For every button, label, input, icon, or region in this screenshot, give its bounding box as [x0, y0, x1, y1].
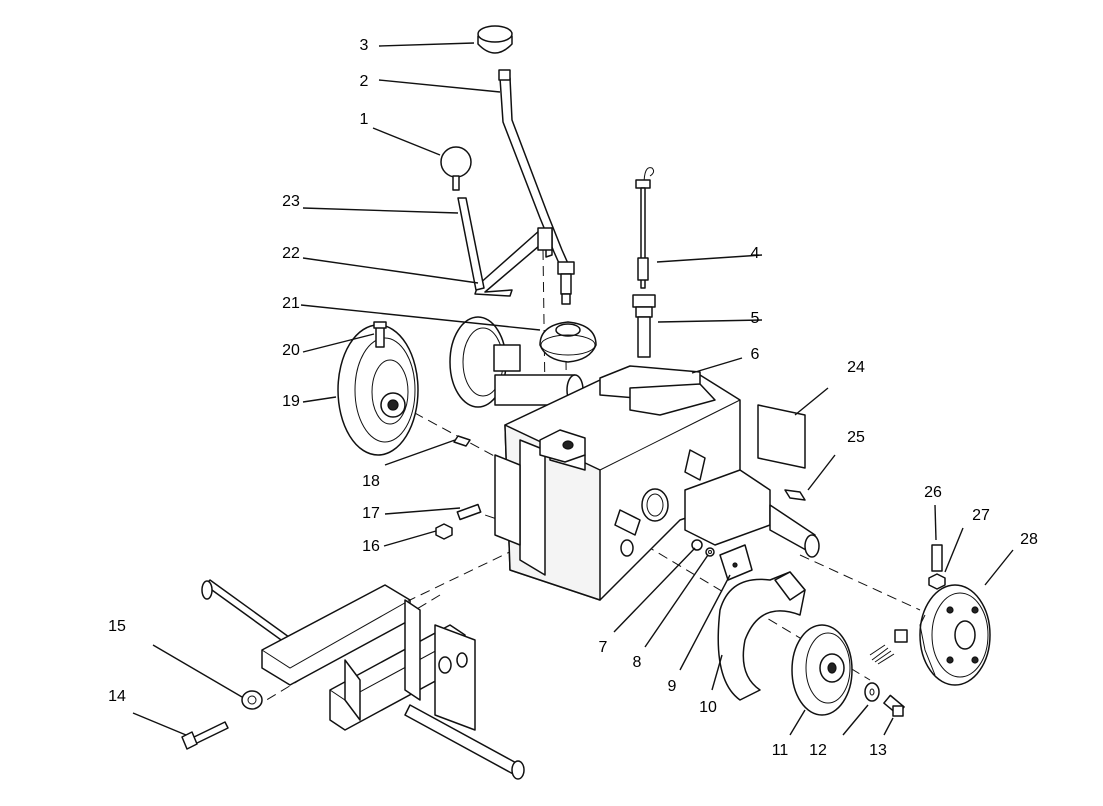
shift-lever — [498, 69, 575, 305]
callout-20: 20 — [282, 342, 300, 359]
bolt — [691, 539, 703, 551]
callout-3: 3 — [360, 37, 369, 54]
callout-23: 23 — [282, 193, 300, 210]
washer — [705, 547, 715, 557]
callout-1: 1 — [360, 111, 369, 128]
hex-nut — [435, 523, 453, 540]
hub-nut — [928, 573, 946, 590]
mounting-frame — [201, 579, 525, 780]
callout-6: 6 — [751, 346, 760, 363]
lever-bracket — [474, 227, 553, 297]
callout-26: 26 — [924, 484, 942, 501]
drive-pulley — [337, 324, 419, 456]
callout-28: 28 — [1020, 531, 1038, 548]
callout-22: 22 — [282, 245, 300, 262]
callout-17: 17 — [362, 505, 380, 522]
drum-bolt — [883, 694, 905, 717]
callout-27: 27 — [972, 507, 990, 524]
pulley-key — [453, 435, 471, 447]
callout-8: 8 — [633, 654, 642, 671]
transaxle-housing — [494, 365, 820, 601]
callout-14: 14 — [108, 688, 126, 705]
callout-25: 25 — [847, 429, 865, 446]
callout-13: 13 — [869, 742, 887, 759]
axle-key — [784, 489, 806, 501]
spring — [869, 629, 908, 665]
callout-2: 2 — [360, 73, 369, 90]
shift-knob — [477, 25, 513, 54]
brake-drum — [791, 624, 853, 716]
dipstick — [635, 167, 655, 289]
brake-band — [717, 571, 806, 701]
callout-5: 5 — [751, 310, 760, 327]
cover-plate — [757, 404, 806, 469]
callout-10: 10 — [699, 699, 717, 716]
pulley-setscrew — [373, 321, 387, 348]
shift-boot — [539, 321, 597, 363]
callout-7: 7 — [599, 639, 608, 656]
wheel-hub-flange — [919, 584, 991, 686]
threaded-stud — [456, 503, 482, 521]
dipstick-tube — [632, 294, 656, 358]
callout-21: 21 — [282, 295, 300, 312]
brake-bracket — [719, 544, 753, 581]
callout-9: 9 — [668, 678, 677, 695]
leader-lines — [132, 42, 1014, 736]
callout-15: 15 — [108, 618, 126, 635]
callout-24: 24 — [847, 359, 865, 376]
drum-washer — [864, 682, 880, 702]
input-flange — [449, 316, 584, 408]
callout-18: 18 — [362, 473, 380, 490]
frame-bolt — [181, 721, 229, 750]
callout-16: 16 — [362, 538, 380, 555]
frame-washer — [241, 690, 263, 710]
callout-12: 12 — [809, 742, 827, 759]
callout-19: 19 — [282, 393, 300, 410]
ball-knob — [440, 146, 472, 191]
callout-4: 4 — [751, 245, 760, 262]
lever-rod — [457, 197, 485, 291]
setscrew — [931, 544, 943, 572]
callout-11: 11 — [772, 742, 789, 759]
callout-numbers: 1 2 3 4 5 6 7 8 9 10 11 12 13 14 15 16 1… — [108, 37, 1038, 759]
